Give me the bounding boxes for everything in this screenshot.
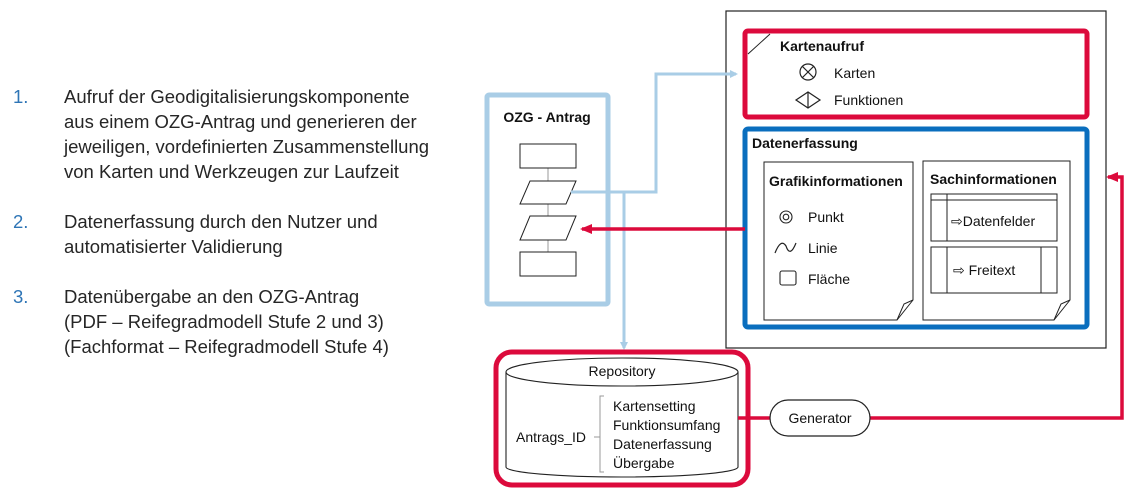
kartenaufruf-title: Kartenaufruf (780, 38, 864, 54)
step-text: Aufruf der Geodigitalisierungskomponente… (64, 86, 430, 182)
flow-io-1 (519, 180, 577, 205)
sachinformationen-card: Sachinformationen ⇨Datenfelder ⇨ Freitex… (922, 160, 1071, 321)
field-kartensetting: Kartensetting (613, 398, 696, 414)
ozg-title: OZG - Antrag (503, 109, 590, 125)
datenerfassung-panel: Datenerfassung Grafikinformationen Punkt… (742, 126, 1090, 330)
funktionen-label: Funktionen (834, 92, 903, 108)
generator-node: Generator (769, 399, 871, 437)
freitext-label: ⇨ Freitext (953, 262, 1015, 278)
step-text: Datenübergabe an den OZG-Antrag (PDF – R… (64, 286, 389, 357)
datenfelder-label: ⇨Datenfelder (951, 213, 1035, 229)
punkt-label: Punkt (808, 209, 844, 225)
area-icon (779, 270, 797, 286)
step-number: 2. (13, 211, 29, 232)
linie-label: Linie (808, 240, 838, 256)
freitext-field: ⇨ Freitext (930, 246, 1058, 294)
circle-x-icon (799, 63, 817, 81)
repository-title: Repository (589, 363, 656, 379)
generator-arrow (870, 172, 1124, 420)
flow-process-1 (519, 143, 577, 169)
ozg-antrag-panel: OZG - Antrag (484, 92, 611, 307)
flow-process-2 (519, 251, 577, 277)
step-number: 1. (13, 86, 29, 107)
grafik-title: Grafikinformationen (769, 173, 903, 189)
grafikinformationen-card: Grafikinformationen Punkt Linie Fläche (763, 161, 914, 321)
repository-panel: Repository Antrags_ID Kartensetting Funk… (493, 349, 751, 488)
step-text: Datenerfassung durch den Nutzer und auto… (64, 211, 378, 257)
point-icon (779, 210, 793, 224)
datenfelder-field: ⇨Datenfelder (930, 193, 1058, 242)
field-datenerfassung: Datenerfassung (613, 436, 712, 452)
datenerfassung-title: Datenerfassung (752, 135, 858, 151)
diamond-icon (794, 91, 822, 109)
generator-label: Generator (788, 410, 851, 426)
karten-label: Karten (834, 65, 875, 81)
flow-io-2 (519, 215, 577, 241)
call-arrow (571, 70, 738, 194)
sach-title: Sachinformationen (930, 171, 1057, 187)
flaeche-label: Fläche (808, 271, 850, 287)
antrags-id-label: Antrags_ID (516, 429, 586, 445)
field-uebergabe: Übergabe (613, 454, 675, 471)
kartenaufruf-panel: Kartenaufruf Karten Funktionen (742, 28, 1090, 120)
line-icon (774, 242, 797, 254)
step-number: 3. (13, 286, 29, 307)
field-funktionsumfang: Funktionsumfang (613, 417, 720, 433)
